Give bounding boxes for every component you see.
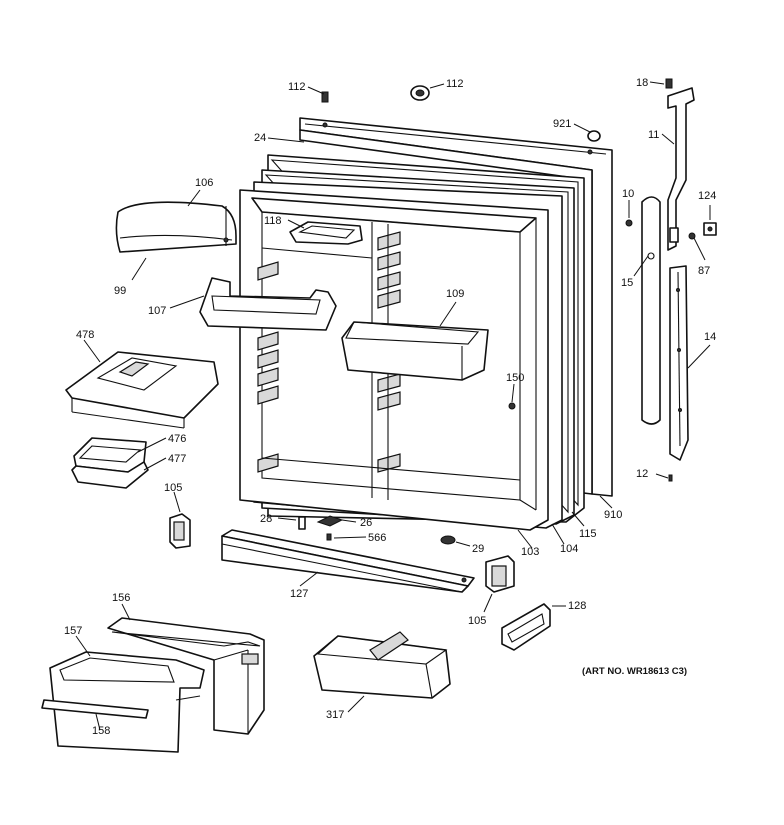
screw-12 (655, 473, 673, 482)
cap-921 (573, 123, 601, 142)
callout-157: 157 (64, 625, 82, 637)
clip-105-left (169, 491, 191, 549)
egg-tray-477 (71, 457, 167, 489)
screw-87 (688, 232, 706, 261)
part-28 (277, 516, 306, 530)
callout-118: 118 (264, 215, 282, 227)
crisper-drawer-157 (49, 635, 205, 753)
hinge-pin-124 (703, 205, 717, 236)
handle-strip-15 (633, 196, 661, 425)
leader-24 (267, 137, 305, 143)
callout-478: 478 (76, 329, 94, 341)
part-26 (316, 515, 357, 527)
callout-103: 103 (521, 546, 539, 558)
callout-10: 10 (622, 188, 634, 200)
leader-103 (517, 529, 533, 549)
callout-12: 12 (636, 468, 648, 480)
art-number: (ART NO. WR18613 C3) (582, 666, 687, 677)
callout-105-right: 105 (468, 615, 486, 627)
callout-15: 15 (621, 277, 633, 289)
callout-910: 910 (604, 509, 622, 521)
part-29 (440, 535, 471, 547)
screw-150 (508, 383, 516, 410)
leader-104 (551, 523, 565, 545)
screw-10 (625, 200, 633, 227)
callout-150: 150 (506, 372, 524, 384)
callout-112-left: 112 (288, 81, 306, 93)
leader-115 (571, 511, 585, 527)
callout-87: 87 (698, 265, 710, 277)
callout-156: 156 (112, 592, 130, 604)
callout-109: 109 (446, 288, 464, 300)
dairy-compartment-106 (115, 189, 237, 281)
handle-bracket-14 (669, 265, 711, 461)
callout-124: 124 (698, 190, 716, 202)
bracket-128 (501, 603, 566, 651)
callout-104: 104 (560, 543, 578, 555)
callout-106: 106 (195, 177, 213, 189)
callout-158: 158 (92, 725, 110, 737)
callout-14: 14 (704, 331, 716, 343)
callout-105-left: 105 (164, 482, 182, 494)
door-shelf-107 (169, 277, 337, 331)
callout-107: 107 (148, 305, 166, 317)
door-bin-317 (313, 631, 451, 713)
screw-112-left (307, 86, 329, 103)
clip-105-right (483, 555, 515, 613)
callout-29: 29 (472, 543, 484, 555)
door-bin-109 (341, 301, 489, 381)
callout-26: 26 (360, 517, 372, 529)
callout-566: 566 (368, 532, 386, 544)
callout-28: 28 (260, 513, 272, 525)
door-shelf-118 (287, 219, 363, 245)
callout-99: 99 (114, 285, 126, 297)
callout-476: 476 (168, 433, 186, 445)
callout-115: 115 (579, 528, 597, 540)
callout-112-right: 112 (446, 78, 464, 90)
callout-477: 477 (168, 453, 186, 465)
callout-921: 921 (553, 118, 571, 130)
callout-18: 18 (636, 77, 648, 89)
callout-127: 127 (290, 588, 308, 600)
callout-24: 24 (254, 132, 266, 144)
kick-plate-127 (221, 529, 475, 593)
part-566 (326, 533, 367, 541)
hinge-11 (649, 78, 695, 251)
leader-910 (599, 495, 613, 509)
plug-112-right (410, 83, 445, 101)
callout-128: 128 (568, 600, 586, 612)
crisper-cover-156 (107, 603, 265, 735)
callout-317: 317 (326, 709, 344, 721)
tray-478 (65, 339, 219, 429)
drawer-handle-158 (41, 699, 149, 731)
callout-11: 11 (648, 129, 659, 141)
